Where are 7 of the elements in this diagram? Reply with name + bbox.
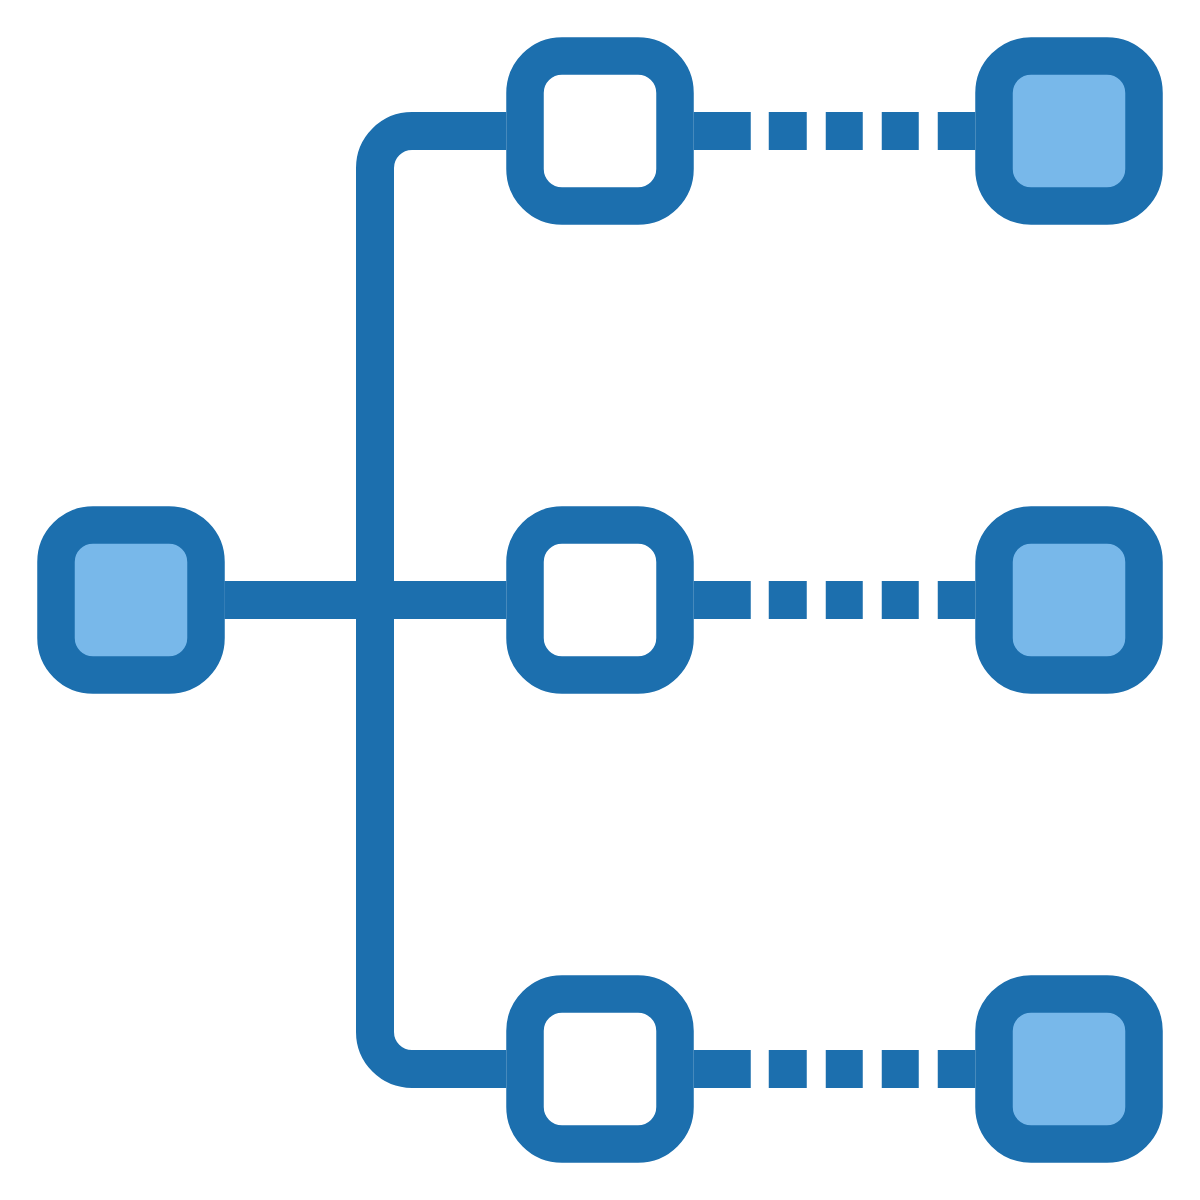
dashed-connector bbox=[693, 1050, 976, 1088]
dashed-connector bbox=[693, 581, 976, 619]
dashed-connector bbox=[693, 112, 976, 150]
rounded-square bbox=[37, 506, 225, 694]
rounded-square bbox=[975, 975, 1163, 1163]
rounded-square bbox=[975, 506, 1163, 694]
rounded-square bbox=[975, 37, 1163, 225]
